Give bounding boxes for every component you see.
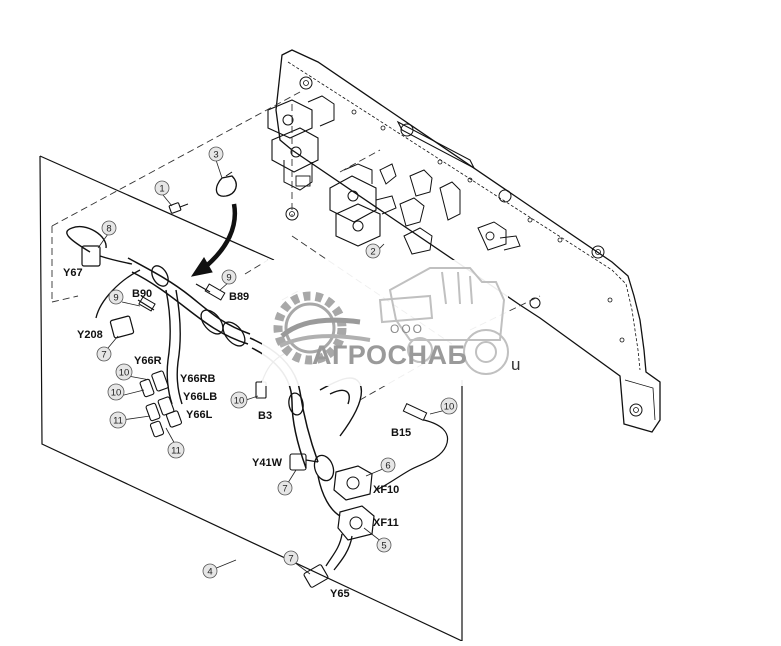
- svg-text:2: 2: [370, 247, 375, 258]
- label-y65: Y65: [330, 588, 350, 600]
- callout-7b: 7: [277, 480, 293, 496]
- callouts: 1 3 2 8 9 9 7 10 10 11 11 10 10 6 5 7 7 …: [96, 146, 458, 579]
- watermark: ООО АГРОСНАБ u: [262, 260, 520, 386]
- svg-text:10: 10: [111, 388, 122, 399]
- svg-text:5: 5: [381, 541, 386, 552]
- watermark-suffix: u: [511, 355, 520, 374]
- callout-7a: 7: [96, 346, 112, 362]
- label-b3: B3: [258, 410, 272, 422]
- harness-board: [39, 155, 463, 642]
- callout-10c: 10: [230, 391, 248, 409]
- component-labels: Y67 Y208 B90 B89 Y66R Y66RB Y66LB Y66L B…: [63, 267, 411, 600]
- label-y66r: Y66R: [134, 355, 162, 367]
- mounting-plate: [275, 49, 661, 433]
- label-b90: B90: [132, 288, 152, 300]
- callout-2: 2: [365, 243, 381, 259]
- callout-3: 3: [208, 146, 224, 162]
- svg-text:10: 10: [119, 368, 130, 379]
- callout-4: 4: [202, 563, 218, 579]
- svg-text:3: 3: [213, 150, 218, 161]
- callout-11a: 11: [109, 411, 127, 429]
- label-xf10: XF10: [373, 484, 399, 496]
- svg-text:9: 9: [113, 293, 118, 304]
- callout-11b: 11: [167, 441, 185, 459]
- svg-text:11: 11: [171, 446, 181, 457]
- label-y41w: Y41W: [252, 457, 283, 469]
- svg-text:7: 7: [101, 350, 106, 361]
- label-xf11: XF11: [373, 517, 399, 529]
- svg-text:4: 4: [207, 567, 212, 578]
- label-y66lb: Y66LB: [183, 391, 217, 403]
- callout-5: 5: [376, 537, 392, 553]
- watermark-small: ООО: [390, 322, 424, 336]
- label-y67: Y67: [63, 267, 83, 279]
- callout-8: 8: [101, 220, 117, 236]
- label-b15: B15: [391, 427, 411, 439]
- svg-text:8: 8: [106, 224, 111, 235]
- callout-9a: 9: [221, 269, 237, 285]
- watermark-gear-icon: [273, 291, 371, 365]
- svg-text:9: 9: [226, 273, 231, 284]
- callout-10a: 10: [115, 363, 133, 381]
- watermark-brand: АГРОСНАБ: [312, 340, 467, 370]
- callout-1: 1: [154, 180, 170, 196]
- valve-blocks: [267, 95, 521, 255]
- svg-text:10: 10: [234, 396, 245, 407]
- callout-10b: 10: [107, 383, 125, 401]
- label-b89: B89: [229, 291, 249, 303]
- callout-7c: 7: [283, 550, 299, 566]
- callout-6: 6: [380, 457, 396, 473]
- svg-text:1: 1: [159, 184, 164, 195]
- assembly-arrow: [202, 203, 238, 270]
- svg-text:7: 7: [282, 484, 287, 495]
- callout-10d: 10: [440, 397, 458, 415]
- callout-9b: 9: [108, 289, 124, 305]
- label-y66l: Y66L: [186, 409, 213, 421]
- svg-text:7: 7: [288, 554, 293, 565]
- watermark-harvester-icon: [378, 267, 509, 375]
- svg-text:6: 6: [385, 461, 390, 472]
- label-y208: Y208: [77, 329, 103, 341]
- label-y66rb: Y66RB: [180, 373, 216, 385]
- svg-text:10: 10: [444, 402, 455, 413]
- svg-text:11: 11: [113, 416, 123, 427]
- clamp-and-bolt: [168, 171, 238, 277]
